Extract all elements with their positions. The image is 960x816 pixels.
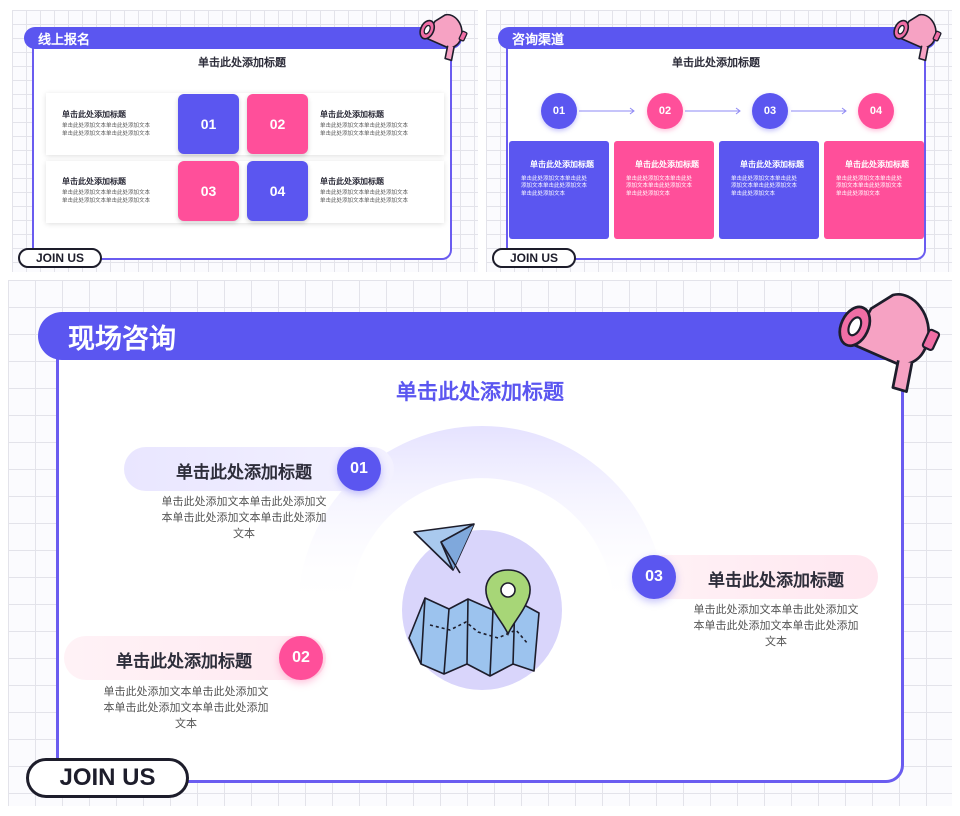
point-title: 单击此处添加标题 (116, 652, 252, 671)
number-tile: 01 (178, 94, 239, 154)
point-title: 单击此处添加标题 (176, 463, 312, 482)
number-tile: 02 (247, 94, 308, 154)
step-card: 单击此处添加标题 单击此处添加文本单击此处添加文本单击此处添加文本单击此处添加文… (614, 141, 714, 239)
slide-subtitle: 单击此处添加标题 (198, 57, 286, 69)
point-number-circle: 03 (632, 555, 676, 599)
number-tile: 03 (178, 161, 239, 221)
slide-onsite-consult: 现场咨询 单击此处添加标题 单击此处添加标题 0 (8, 280, 952, 806)
slide-online-signup: 线上报名 单击此处添加标题 单击此处添加标题 单击此处添加文本单击此处添加文本单… (12, 10, 478, 272)
point-number-circle: 01 (337, 447, 381, 491)
join-us-badge: JOIN US (492, 248, 576, 268)
step-number-circle: 02 (647, 93, 683, 129)
step-number-circle: 04 (858, 93, 894, 129)
item-title: 单击此处添加标题 (62, 177, 126, 186)
point-number-circle: 02 (279, 636, 323, 680)
step-card: 单击此处添加标题 单击此处添加文本单击此处添加文本单击此处添加文本单击此处添加文… (719, 141, 819, 239)
step-number-circle: 03 (752, 93, 788, 129)
text-panel (46, 93, 444, 155)
header-title: 现场咨询 (68, 323, 176, 354)
join-us-badge: JOIN US (18, 248, 102, 268)
item-title: 单击此处添加标题 (320, 177, 384, 186)
item-title: 单击此处添加标题 (62, 110, 126, 119)
paper-plane-icon (413, 523, 475, 574)
step-title: 单击此处添加标题 (635, 160, 699, 169)
header-bar: 咨询渠道 (498, 27, 936, 49)
item-title: 单击此处添加标题 (320, 110, 384, 119)
point-text: 单击此处添加文本单击此处添加文本单击此处添加文本单击此处添加文本 (161, 496, 327, 540)
step-text: 单击此处添加文本单击此处添加文本单击此处添加文本单击此处添加文本 (731, 176, 798, 197)
item-text: 单击此处添加文本单击此处添加文本单击此处添加文本单击此处添加文本 (320, 190, 409, 204)
header-bar: 现场咨询 (38, 312, 918, 360)
join-us-badge: JOIN US (26, 758, 189, 798)
slide-subtitle: 单击此处添加标题 (396, 381, 564, 404)
number-tile: 04 (247, 161, 308, 221)
step-text: 单击此处添加文本单击此处添加文本单击此处添加文本单击此处添加文本 (626, 176, 693, 197)
location-pin-icon (485, 569, 531, 637)
megaphone-icon (893, 13, 942, 62)
step-card: 单击此处添加标题 单击此处添加文本单击此处添加文本单击此处添加文本单击此处添加文… (824, 141, 924, 239)
step-text: 单击此处添加文本单击此处添加文本单击此处添加文本单击此处添加文本 (836, 176, 903, 197)
text-panel (46, 161, 444, 223)
item-text: 单击此处添加文本单击此处添加文本单击此处添加文本单击此处添加文本 (320, 123, 409, 137)
step-title: 单击此处添加标题 (530, 160, 594, 169)
step-title: 单击此处添加标题 (740, 160, 804, 169)
step-card: 单击此处添加标题 单击此处添加文本单击此处添加文本单击此处添加文本单击此处添加文… (509, 141, 609, 239)
megaphone-icon (419, 13, 468, 62)
slide-subtitle: 单击此处添加标题 (672, 57, 760, 69)
point-text: 单击此处添加文本单击此处添加文本单击此处添加文本单击此处添加文本 (103, 686, 269, 730)
step-title: 单击此处添加标题 (845, 160, 909, 169)
header-title: 咨询渠道 (512, 31, 565, 47)
step-connectors (579, 107, 847, 115)
megaphone-icon (838, 293, 941, 393)
item-text: 单击此处添加文本单击此处添加文本单击此处添加文本单击此处添加文本 (62, 190, 151, 204)
step-number-circle: 01 (541, 93, 577, 129)
slide-consult-channels: 咨询渠道 单击此处添加标题 01 02 03 04 单击此处添加标题 单击此处添… (486, 10, 952, 272)
point-title: 单击此处添加标题 (708, 571, 844, 590)
item-text: 单击此处添加文本单击此处添加文本单击此处添加文本单击此处添加文本 (62, 123, 151, 137)
point-text: 单击此处添加文本单击此处添加文本单击此处添加文本单击此处添加文本 (693, 604, 859, 648)
header-title: 线上报名 (38, 31, 91, 47)
step-text: 单击此处添加文本单击此处添加文本单击此处添加文本单击此处添加文本 (521, 176, 588, 197)
header-bar: 线上报名 (24, 27, 462, 49)
